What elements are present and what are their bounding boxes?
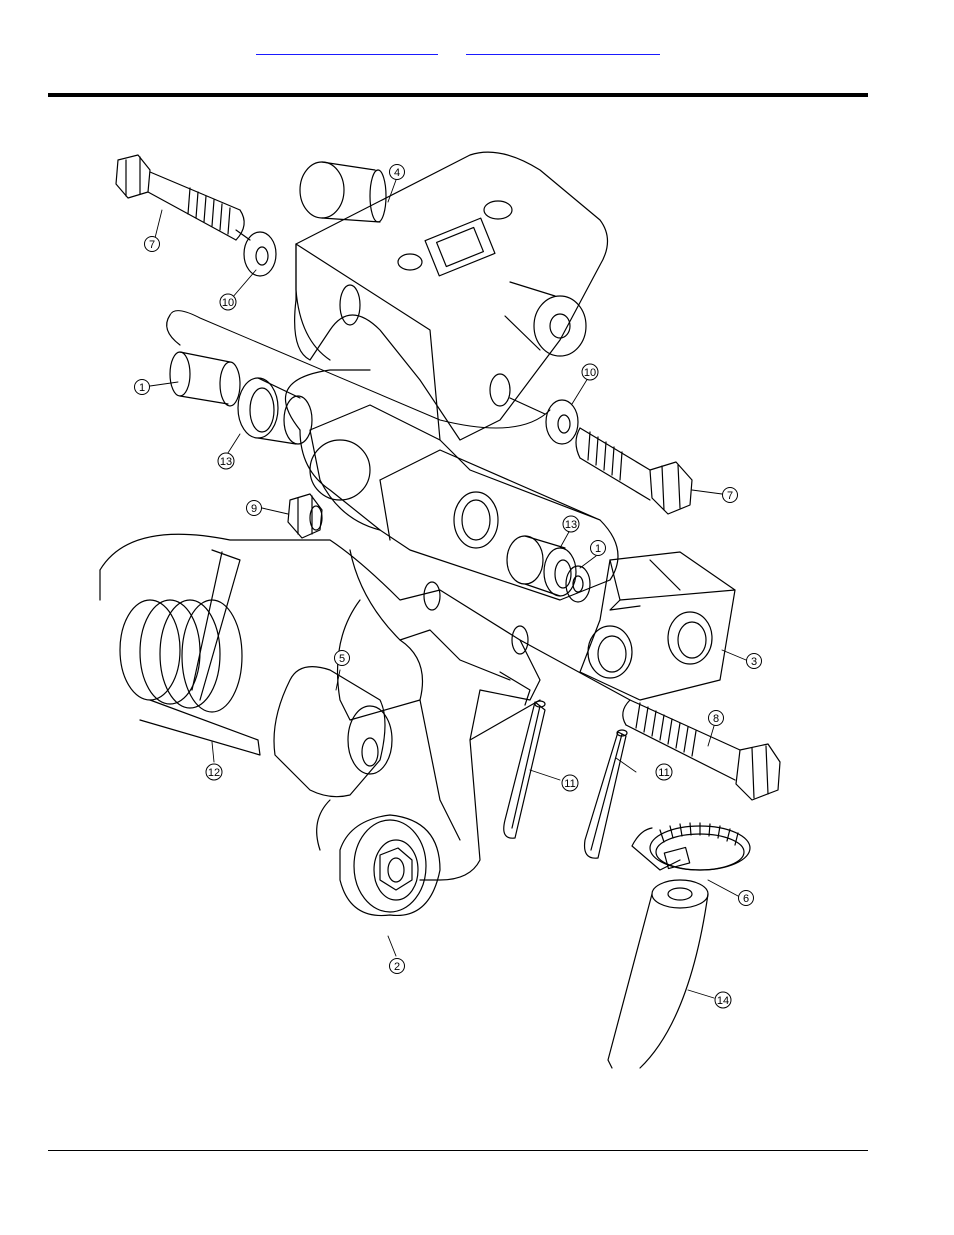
svg-text:8: 8: [713, 713, 719, 725]
callout-6: 6: [739, 891, 754, 906]
svg-text:1: 1: [139, 382, 145, 394]
part-bushing-13-left: [238, 378, 312, 444]
callout-2: 2: [390, 959, 405, 974]
callout-3: 3: [747, 654, 762, 669]
part-spring-12: [120, 550, 260, 755]
part-bushing-1-left: [170, 352, 240, 406]
svg-text:7: 7: [727, 490, 733, 502]
part-bolt-7-right: [510, 398, 692, 514]
callout-7-top: 7: [145, 237, 160, 252]
part-nut-9: [288, 494, 322, 538]
svg-text:7: 7: [149, 239, 155, 251]
callout-10-top: 10: [220, 294, 236, 310]
callout-8: 8: [709, 711, 724, 726]
part-arm-middle: [300, 405, 618, 602]
callout-9: 9: [247, 501, 262, 516]
svg-text:11: 11: [564, 778, 575, 790]
callout-10-right: 10: [582, 364, 598, 380]
part-wheel-2: [317, 800, 440, 916]
callout-4: 4: [390, 165, 405, 180]
svg-text:2: 2: [394, 961, 400, 973]
svg-text:14: 14: [717, 995, 729, 1007]
svg-text:5: 5: [339, 653, 345, 665]
callout-13-left: 13: [218, 453, 234, 469]
callout-5: 5: [335, 651, 350, 666]
part-bolt-8: [520, 640, 780, 800]
callout-1-right: 1: [591, 541, 606, 556]
part-arm-lower: [100, 534, 540, 880]
svg-text:3: 3: [751, 656, 757, 668]
part-hose-clamp-6: [632, 823, 750, 870]
callout-7-right: 7: [723, 488, 738, 503]
callout-leaders: [150, 180, 746, 998]
callout-12: 12: [206, 764, 222, 780]
svg-text:10: 10: [584, 367, 596, 379]
callout-14: 14: [715, 992, 731, 1008]
callout-13-right: 13: [563, 516, 579, 532]
svg-text:11: 11: [658, 767, 669, 779]
footer-rule: [48, 1150, 868, 1151]
part-cotter-pin-11b: [585, 730, 627, 858]
part-bolt-7-top: [116, 155, 250, 240]
svg-text:9: 9: [251, 503, 257, 515]
svg-text:10: 10: [222, 297, 234, 309]
callout-11-a: 11: [562, 775, 578, 791]
part-bracket-3: [580, 552, 735, 700]
part-hose-14: [608, 880, 708, 1068]
part-washer-10-top: [244, 232, 276, 276]
svg-text:1: 1: [595, 543, 601, 555]
svg-text:4: 4: [394, 167, 400, 179]
callout-11-b: 11: [656, 764, 672, 780]
svg-text:6: 6: [743, 893, 749, 905]
svg-text:13: 13: [220, 456, 232, 468]
svg-text:13: 13: [565, 519, 577, 531]
part-bracket-4: [295, 152, 608, 440]
part-washer-10-right: [546, 400, 578, 444]
callout-1-left: 1: [135, 380, 150, 395]
part-bushing-5: [274, 667, 392, 797]
svg-text:12: 12: [208, 767, 220, 779]
part-cotter-pin-11a: [504, 701, 545, 838]
